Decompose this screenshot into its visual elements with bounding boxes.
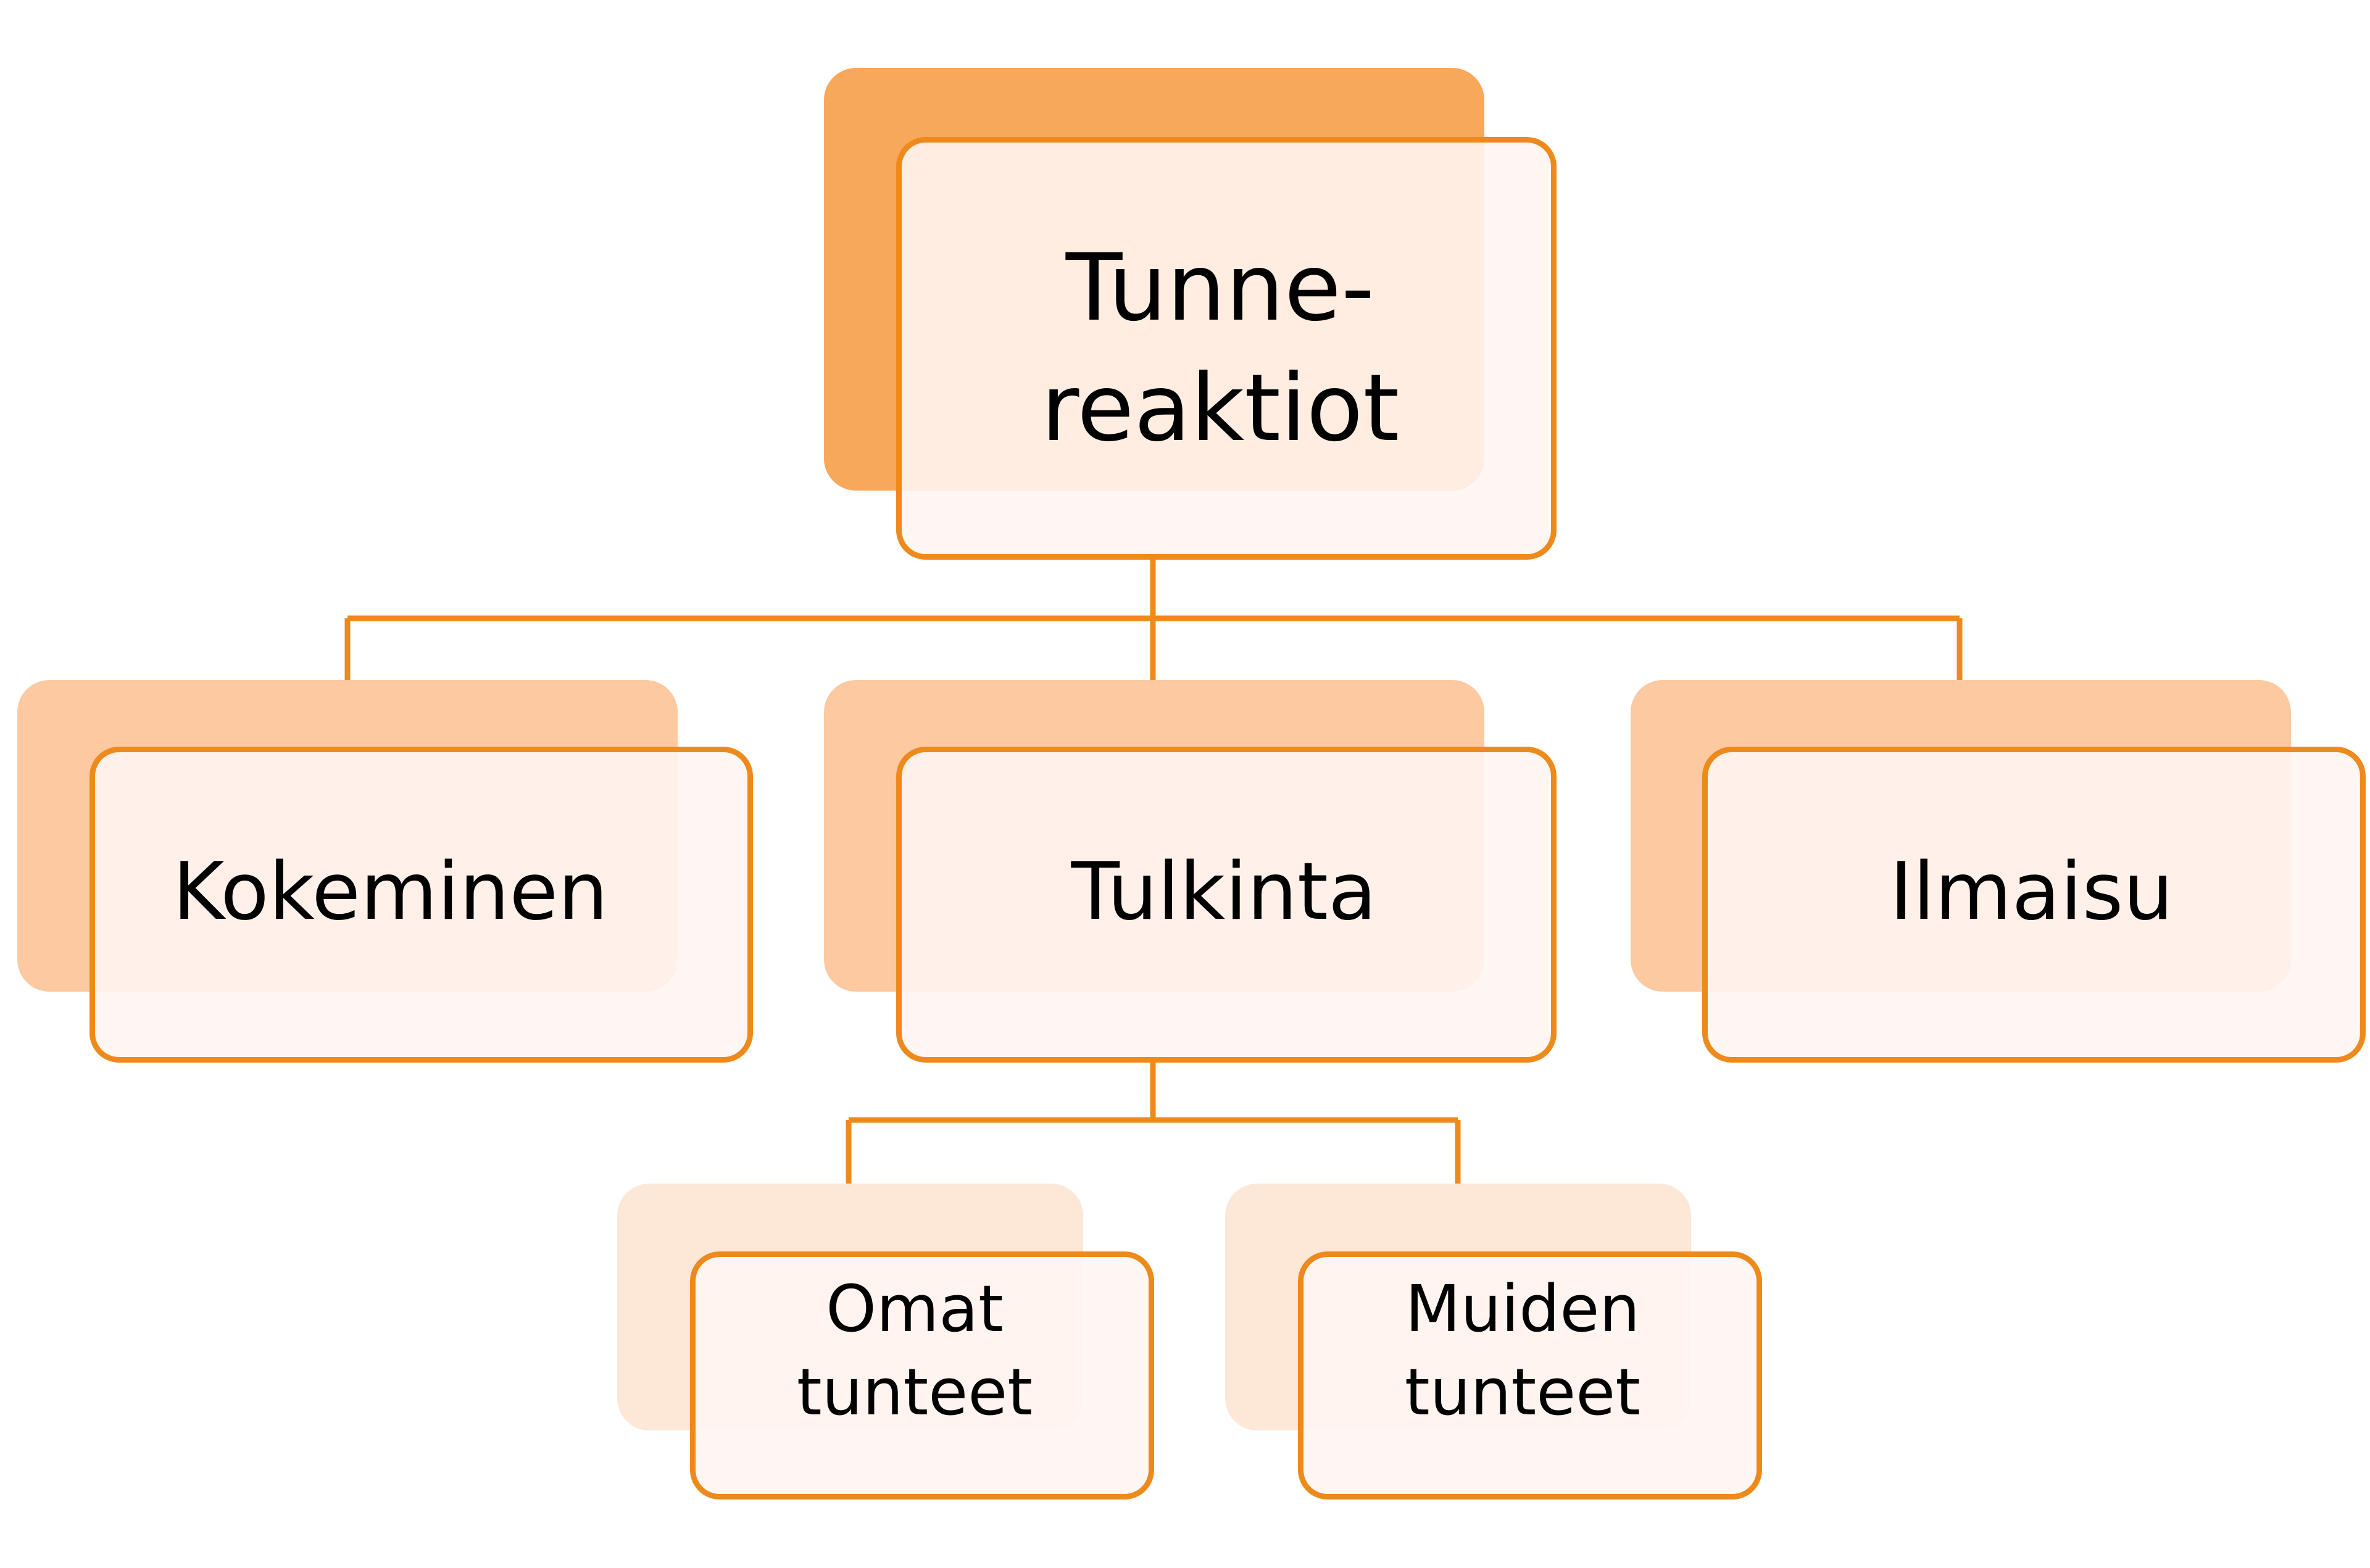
omat-tunteet-node[interactable]: Omat tunteet [690,1251,1154,1500]
omat-tunteet-label-line1: Omat [826,1271,1004,1346]
omat-tunteet-node-text: Omat tunteet [797,1267,1033,1434]
omat-tunteet-label-line2: tunteet [796,1354,1033,1430]
ilmaisu-node-label: Ilmaisu [1889,846,2174,938]
root-node-label-line2: reaktiot [1041,354,1400,462]
root-node[interactable]: Tunne- reaktiot [896,137,1557,560]
ilmaisu-node[interactable]: Ilmaisu [1702,747,2366,1063]
tulkinta-node-text: Tulkinta [1071,843,1377,942]
tulkinta-node[interactable]: Tulkinta [896,747,1557,1063]
kokeminen-node-label: Kokeminen [172,846,609,938]
tulkinta-node-label: Tulkinta [1071,846,1377,938]
connector-root-to-children [344,558,1963,682]
muiden-tunteet-label-line1: Muiden [1405,1271,1640,1346]
kokeminen-node[interactable]: Kokeminen [89,747,753,1063]
muiden-tunteet-label-line2: tunteet [1404,1354,1641,1430]
ilmaisu-node-text: Ilmaisu [1890,843,2174,942]
muiden-tunteet-node-text: Muiden tunteet [1405,1267,1640,1434]
muiden-tunteet-node[interactable]: Muiden tunteet [1298,1251,1762,1500]
connector-tulkinta-to-grandchildren [846,1060,1461,1185]
kokeminen-node-text: Kokeminen [173,843,608,942]
root-node-text: Tunne- reaktiot [1041,228,1400,469]
root-node-label-line1: Tunne- [1065,234,1375,342]
